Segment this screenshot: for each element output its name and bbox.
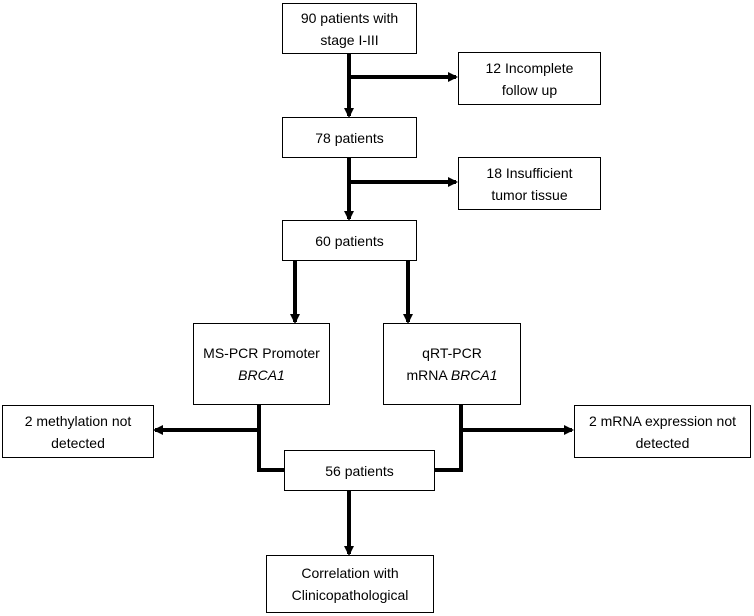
box-qrtpcr-line2: mRNA BRCA1 [406, 364, 497, 386]
box-78-patients: 78 patients [282, 117, 417, 158]
box-excluded-insufficient-line2: tumor tissue [491, 186, 568, 203]
box-excluded-incomplete-line2: follow up [501, 81, 558, 98]
box-start: 90 patients with stage I-III [282, 3, 417, 54]
box-mrna-not-detected-line2: detected [635, 434, 690, 451]
connector-qrtpcr-to-56 [434, 405, 463, 472]
box-qrtpcr-line1: qRT-PCR [422, 345, 482, 361]
box-56-patients: 56 patients [284, 450, 435, 491]
box-correlation-line1: Correlation with [301, 565, 399, 581]
box-methylation-not-detected-line2: detected [51, 434, 105, 451]
box-methylation-not-detected-line1: 2 methylation not [24, 412, 132, 429]
connector-mspcr-to-56 [257, 405, 284, 472]
box-excluded-insufficient-line1: 18 Insufficient [486, 164, 573, 181]
box-60-patients: 60 patients [282, 220, 417, 261]
box-78-patients-label: 78 patients [315, 129, 384, 146]
box-56-patients-label: 56 patients [325, 462, 394, 479]
box-qrtpcr-line2-prefix: mRNA [406, 367, 451, 383]
box-correlation-line2: Clinicopathological [291, 587, 409, 603]
box-mrna-not-detected-line1: 2 mRNA expression not [588, 412, 737, 429]
box-start-line1: 90 patients with [300, 9, 399, 26]
box-mrna-not-detected: 2 mRNA expression not detected [574, 405, 751, 458]
box-60-patients-label: 60 patients [315, 232, 384, 249]
box-methylation-not-detected: 2 methylation not detected [2, 405, 154, 458]
box-correlation: Correlation with Clinicopathological [266, 555, 434, 613]
box-excluded-incomplete: 12 Incomplete follow up [458, 52, 601, 105]
box-mspcr-line1: MS-PCR Promoter [203, 345, 320, 361]
box-excluded-incomplete-line1: 12 Incomplete [485, 59, 574, 76]
box-qrtpcr-line2-gene: BRCA1 [450, 367, 498, 383]
box-start-line2: stage I-III [320, 31, 379, 48]
box-excluded-insufficient: 18 Insufficient tumor tissue [458, 157, 601, 210]
box-qrtpcr: qRT-PCR mRNA BRCA1 [383, 323, 521, 405]
box-mspcr-line2: BRCA1 [238, 367, 285, 383]
box-mspcr: MS-PCR Promoter BRCA1 [193, 323, 330, 405]
